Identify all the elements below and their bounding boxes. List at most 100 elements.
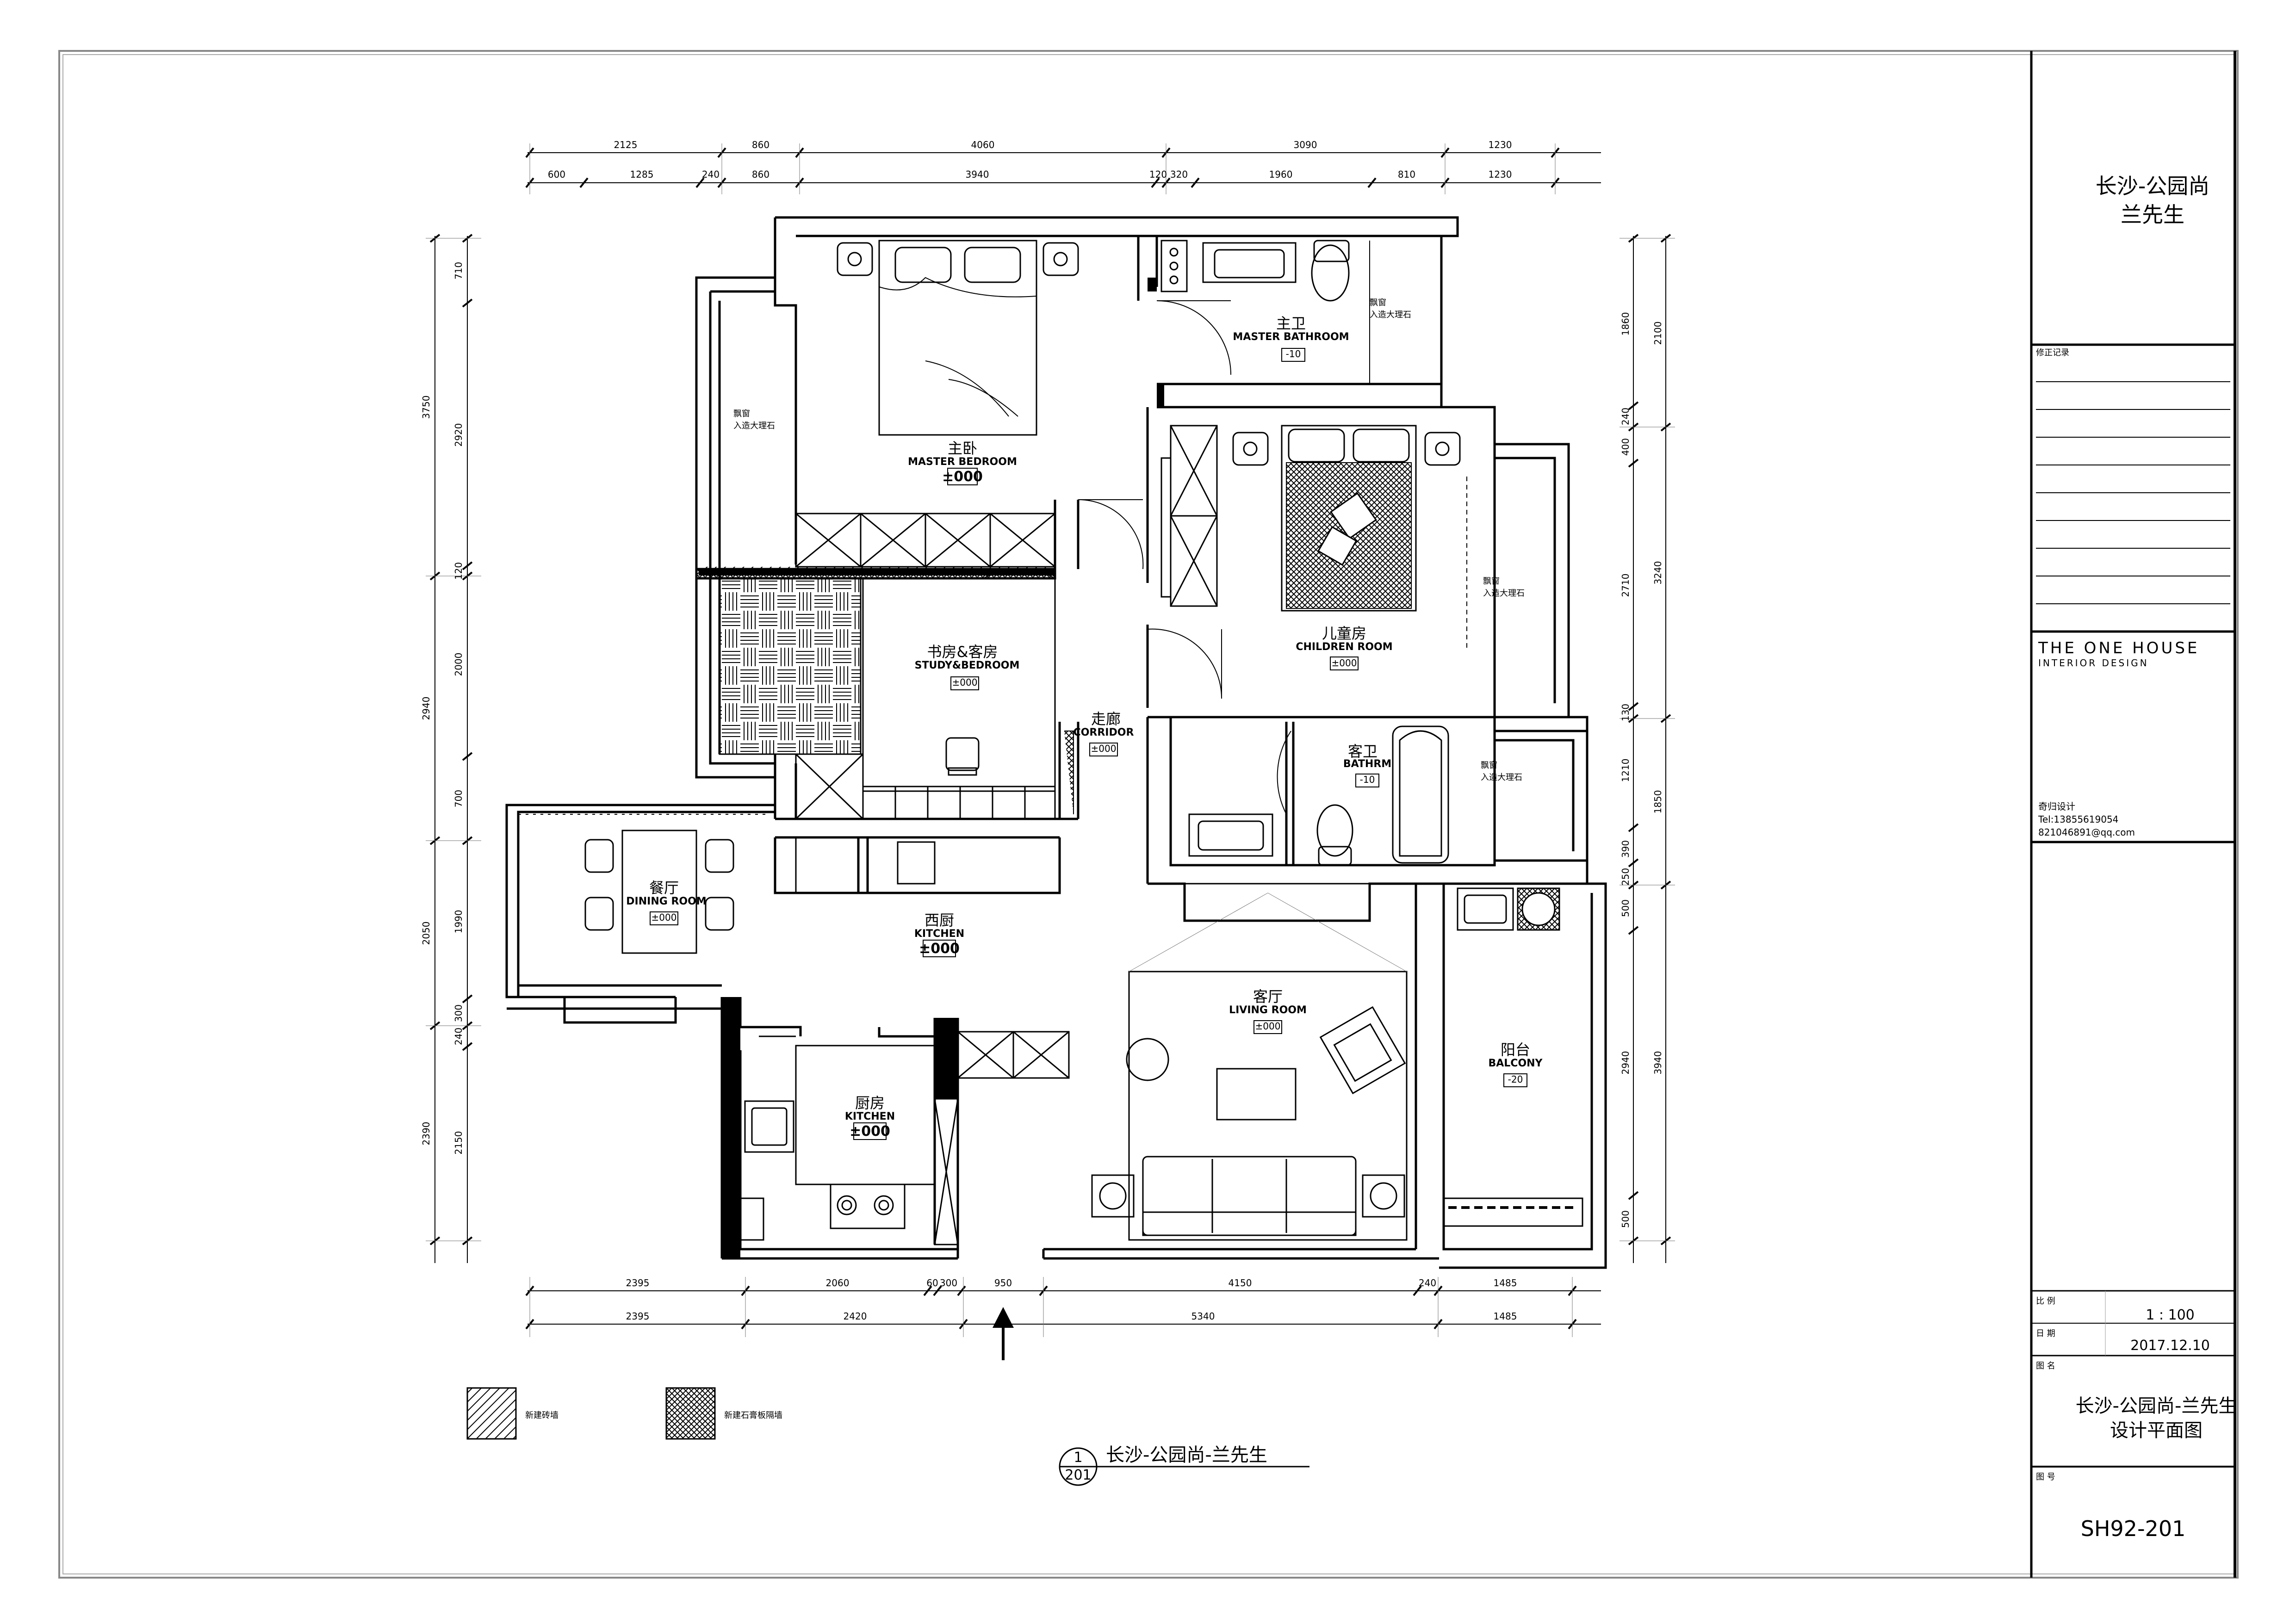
drawing-name-line2: 设计平面图 bbox=[2110, 1420, 2203, 1441]
drawing-no-label: 图 号 bbox=[2036, 1472, 2055, 1482]
bay-children-1: 飘窗 bbox=[1483, 576, 1500, 586]
svg-text:120: 120 bbox=[1149, 169, 1167, 180]
revision-label: 修正记录 bbox=[2036, 348, 2069, 358]
dim-bottom-outer: 2395 2420 5340 1485 bbox=[626, 1311, 1517, 1322]
company-sub: INTERIOR DESIGN bbox=[2038, 657, 2149, 669]
svg-text:2000: 2000 bbox=[453, 653, 464, 676]
svg-text:3940: 3940 bbox=[1652, 1051, 1663, 1075]
svg-text:5340: 5340 bbox=[1191, 1311, 1215, 1322]
label-dining-cn: 餐厅 bbox=[649, 879, 679, 897]
svg-text:2940: 2940 bbox=[421, 697, 432, 720]
svg-text:1860: 1860 bbox=[1620, 312, 1631, 336]
label-master-bath-cn: 主卫 bbox=[1276, 315, 1306, 332]
svg-text:500: 500 bbox=[1620, 1210, 1631, 1228]
legend bbox=[466, 1387, 716, 1440]
svg-text:1485: 1485 bbox=[1494, 1311, 1517, 1322]
svg-text:2940: 2940 bbox=[1620, 1051, 1631, 1075]
svg-text:1230: 1230 bbox=[1489, 169, 1512, 180]
room-labels: 主卧 MASTER BEDROOM ±000 主卫 MASTER BATHROO… bbox=[626, 315, 1543, 1140]
svg-text:1485: 1485 bbox=[1494, 1277, 1517, 1288]
sheet-border bbox=[58, 50, 2239, 1579]
svg-text:2420: 2420 bbox=[844, 1311, 867, 1322]
svg-text:1285: 1285 bbox=[630, 169, 654, 180]
label-living-en: LIVING ROOM bbox=[1229, 1004, 1307, 1016]
svg-text:300: 300 bbox=[940, 1277, 957, 1288]
svg-text:320: 320 bbox=[1170, 169, 1188, 180]
svg-text:240: 240 bbox=[702, 169, 720, 180]
svg-text:2060: 2060 bbox=[826, 1277, 850, 1288]
svg-text:120: 120 bbox=[453, 562, 464, 580]
label-guest-bath-lvl: -10 bbox=[1360, 774, 1375, 785]
children-bedroom-furniture bbox=[1147, 425, 1467, 699]
svg-text:1210: 1210 bbox=[1620, 759, 1631, 782]
dimension-extension-lines bbox=[426, 143, 1675, 1337]
svg-text:950: 950 bbox=[994, 1277, 1012, 1288]
designer-email: 821046891@qq.com bbox=[2038, 827, 2135, 838]
guest-bath-fixtures bbox=[1188, 722, 1449, 866]
svg-text:3940: 3940 bbox=[966, 169, 989, 180]
svg-text:2390: 2390 bbox=[421, 1122, 432, 1146]
date-value: 2017.12.10 bbox=[2130, 1338, 2210, 1354]
caption-number-bottom: 201 bbox=[1065, 1467, 1091, 1483]
caption-title: 长沙-公园尚-兰先生 bbox=[1106, 1444, 1267, 1466]
scale-label: 比 例 bbox=[2036, 1296, 2055, 1306]
svg-text:1960: 1960 bbox=[1269, 169, 1293, 180]
svg-text:3090: 3090 bbox=[1294, 139, 1317, 150]
label-corridor-lvl: ±000 bbox=[1091, 743, 1117, 754]
svg-text:500: 500 bbox=[1620, 899, 1631, 917]
svg-text:2125: 2125 bbox=[614, 139, 638, 150]
label-balcony-en: BALCONY bbox=[1488, 1058, 1543, 1069]
master-bath-fixtures bbox=[1156, 240, 1370, 384]
label-kitchen-cn: 厨房 bbox=[855, 1094, 885, 1112]
svg-text:400: 400 bbox=[1620, 438, 1631, 456]
caption-number-top: 1 bbox=[1074, 1450, 1082, 1466]
svg-text:600: 600 bbox=[548, 169, 565, 180]
label-west-kitchen-cn: 西厨 bbox=[925, 911, 954, 929]
svg-text:2050: 2050 bbox=[421, 922, 432, 945]
label-living-cn: 客厅 bbox=[1253, 988, 1283, 1005]
balcony-fixtures bbox=[1443, 887, 1583, 1227]
designer-name: 奇归设计 bbox=[2038, 801, 2075, 812]
label-corridor-en: CORRIDOR bbox=[1074, 727, 1134, 738]
dim-left-outer: 3750 2940 2050 2390 bbox=[421, 396, 432, 1146]
svg-text:250: 250 bbox=[1620, 868, 1631, 886]
svg-text:1230: 1230 bbox=[1489, 139, 1512, 150]
parquet-floor bbox=[719, 577, 862, 755]
label-guest-bath-en: BATHRM bbox=[1343, 758, 1391, 770]
svg-text:2920: 2920 bbox=[453, 423, 464, 447]
plan-caption bbox=[1059, 1447, 1309, 1486]
svg-text:810: 810 bbox=[1398, 169, 1415, 180]
scale-value: 1 : 100 bbox=[2146, 1307, 2195, 1323]
label-corridor-cn: 走廊 bbox=[1091, 710, 1121, 728]
living-room-furniture bbox=[1091, 883, 1416, 1249]
svg-text:300: 300 bbox=[453, 1004, 464, 1022]
label-children-lvl: ±000 bbox=[1332, 657, 1357, 669]
label-children-cn: 儿童房 bbox=[1322, 625, 1366, 642]
level-boxes bbox=[650, 348, 1527, 1140]
dim-left-inner: 710 2920 120 2000 700 1990 300 240 2150 bbox=[453, 262, 464, 1155]
label-study-cn: 书房&客房 bbox=[927, 643, 998, 661]
svg-text:240: 240 bbox=[1620, 408, 1631, 425]
label-master-bath-en: MASTER BATHROOM bbox=[1233, 331, 1349, 343]
company-name: THE ONE HOUSE bbox=[2038, 639, 2199, 657]
designer-tel: Tel:13855619054 bbox=[2038, 814, 2118, 825]
svg-text:240: 240 bbox=[1419, 1277, 1436, 1288]
dim-right-outer: 2100 3240 1850 3940 bbox=[1652, 322, 1663, 1075]
title-block bbox=[2030, 51, 2236, 1578]
svg-text:130: 130 bbox=[1620, 704, 1631, 721]
bay-guest-1: 飘窗 bbox=[1481, 761, 1497, 770]
title-project-line1: 长沙-公园尚 bbox=[2096, 173, 2210, 198]
bay-master-1: 飘窗 bbox=[733, 409, 750, 419]
label-master-bath-lvl: -10 bbox=[1286, 348, 1301, 359]
svg-text:860: 860 bbox=[752, 139, 769, 150]
svg-text:2710: 2710 bbox=[1620, 574, 1631, 597]
label-living-lvl: ±000 bbox=[1255, 1021, 1281, 1032]
label-master-bedroom-en: MASTER BEDROOM bbox=[908, 456, 1017, 468]
svg-text:2150: 2150 bbox=[453, 1131, 464, 1155]
label-kitchen-lvl: ±000 bbox=[850, 1123, 890, 1140]
dim-top-outer: 2125 860 4060 3090 1230 bbox=[614, 139, 1512, 150]
label-dining-lvl: ±000 bbox=[652, 912, 677, 923]
svg-text:4060: 4060 bbox=[971, 139, 995, 150]
svg-text:3240: 3240 bbox=[1652, 561, 1663, 585]
